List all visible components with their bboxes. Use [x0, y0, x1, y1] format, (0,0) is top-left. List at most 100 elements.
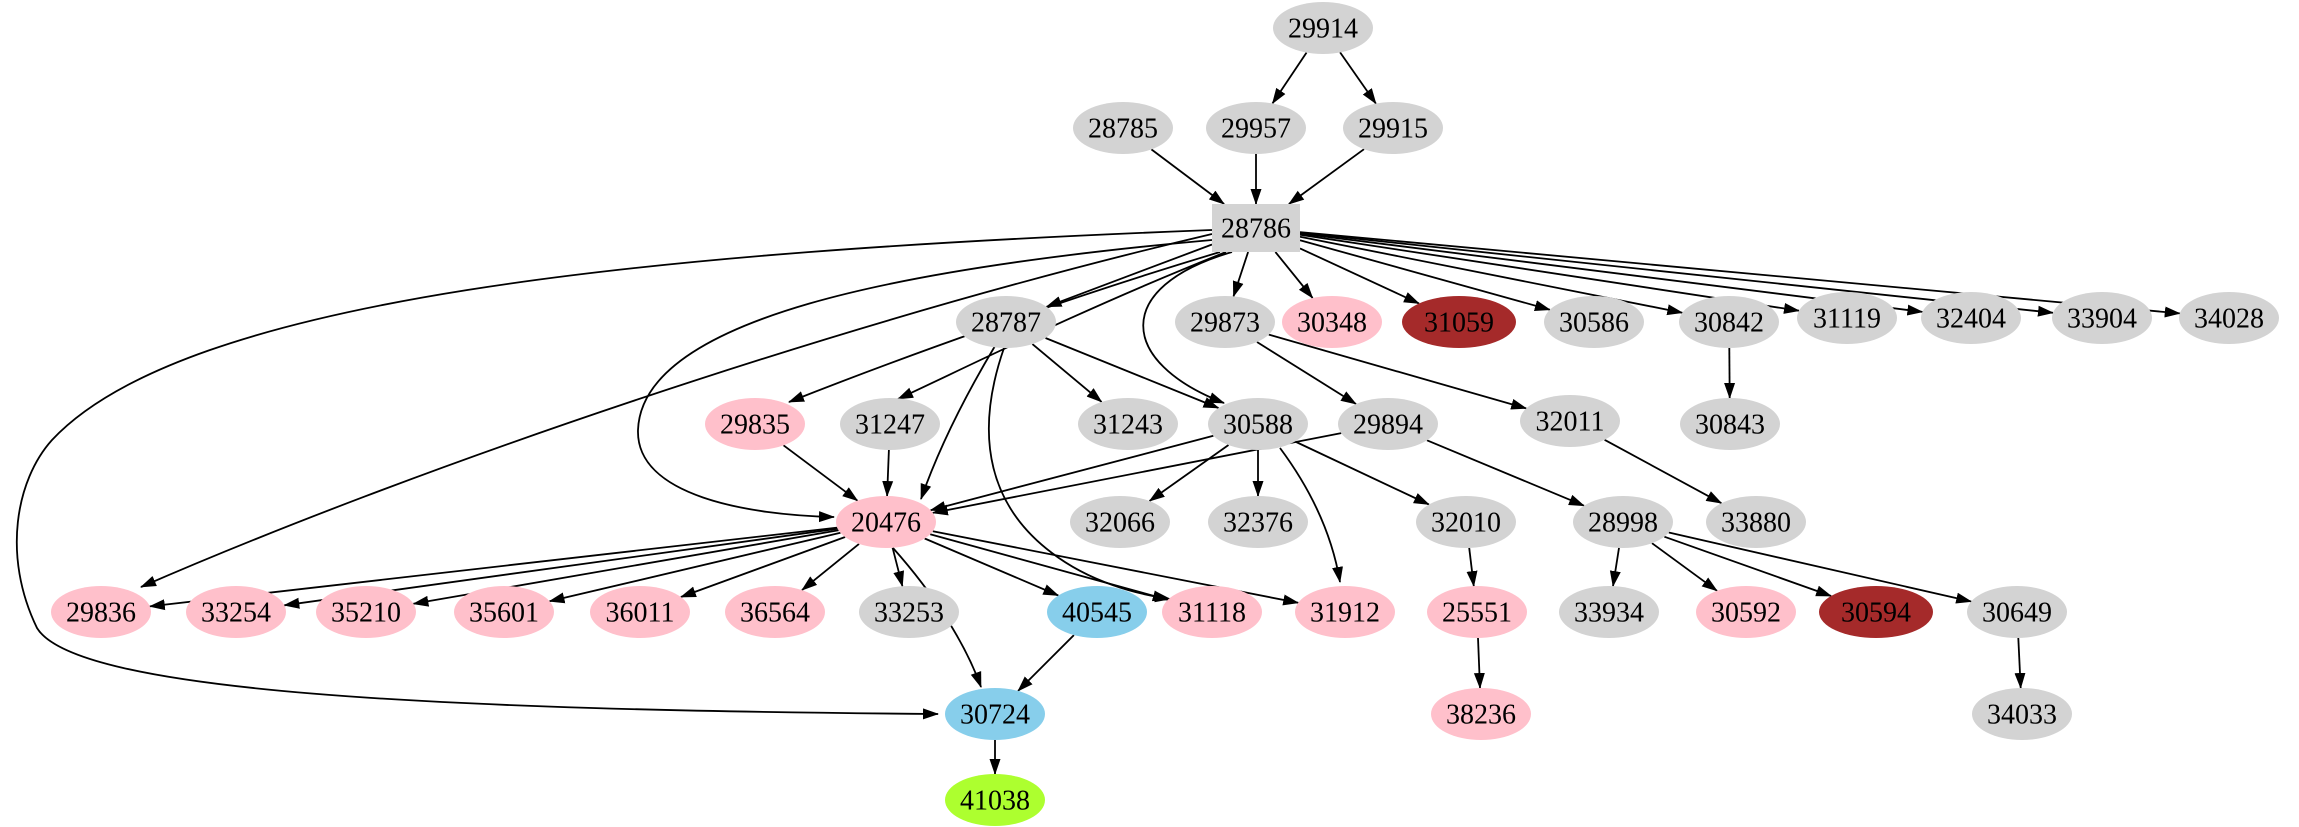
node-label-30588: 30588: [1223, 410, 1293, 441]
node-32066: 32066: [1070, 496, 1170, 548]
node-ellipse-36011: [590, 586, 690, 638]
edge-32011-33880: [1604, 439, 1723, 504]
node-label-29914: 29914: [1288, 14, 1358, 45]
node-28785: 28785: [1073, 102, 1173, 154]
node-30843: 30843: [1680, 398, 1780, 450]
edge-25551-38236: [1473, 637, 1485, 689]
node-ellipse-31912: [1295, 586, 1395, 638]
node-29915: 29915: [1343, 102, 1443, 154]
node-ellipse-33880: [1706, 496, 1806, 548]
edge-20476-35601: [548, 531, 841, 604]
edge-28786-30348: [1274, 251, 1314, 299]
node-label-31119: 31119: [1813, 304, 1881, 335]
node-label-32010: 32010: [1431, 508, 1501, 539]
node-ellipse-20476: [836, 496, 936, 548]
node-33934: 33934: [1559, 586, 1659, 638]
node-ellipse-31243: [1078, 398, 1178, 450]
node-label-40545: 40545: [1062, 598, 1132, 629]
node-32010: 32010: [1416, 496, 1516, 548]
node-ellipse-32404: [1921, 292, 2021, 344]
node-33880: 33880: [1706, 496, 1806, 548]
node-label-31059: 31059: [1424, 308, 1494, 339]
node-ellipse-35210: [316, 586, 416, 638]
node-ellipse-30724: [945, 688, 1045, 740]
edge-28998-30592: [1651, 542, 1718, 592]
node-ellipse-30592: [1696, 586, 1796, 638]
edge-20476-33253: [891, 547, 905, 588]
node-label-25551: 25551: [1442, 598, 1512, 629]
node-label-31118: 31118: [1178, 598, 1246, 629]
node-30592: 30592: [1696, 586, 1796, 638]
node-25551: 25551: [1427, 586, 1527, 638]
edge-29914-29957: [1271, 52, 1308, 105]
node-29873: 29873: [1175, 296, 1275, 348]
node-30588: 30588: [1208, 398, 1308, 450]
node-ellipse-30586: [1544, 296, 1644, 348]
node-34033: 34033: [1972, 688, 2072, 740]
node-label-28787: 28787: [971, 308, 1041, 339]
node-41038: 41038: [945, 774, 1045, 826]
node-label-31912: 31912: [1310, 598, 1380, 629]
node-29914: 29914: [1273, 2, 1373, 54]
node-36011: 36011: [590, 586, 690, 638]
edge-29835-20476: [782, 444, 859, 502]
node-label-29894: 29894: [1353, 410, 1423, 441]
node-label-32376: 32376: [1223, 508, 1293, 539]
node-label-35601: 35601: [469, 598, 539, 629]
edge-28786-29873: [1232, 251, 1249, 298]
node-label-41038: 41038: [960, 786, 1030, 817]
node-34028: 34028: [2179, 292, 2279, 344]
node-label-33254: 33254: [201, 598, 271, 629]
node-ellipse-30588: [1208, 398, 1308, 450]
node-label-34033: 34033: [1987, 700, 2057, 731]
edge-29873-32011: [1268, 333, 1528, 410]
node-ellipse-29894: [1338, 398, 1438, 450]
node-label-30843: 30843: [1695, 410, 1765, 441]
edge-28786-34028: [1299, 231, 2181, 318]
node-ellipse-40545: [1047, 586, 1147, 638]
edge-28786-30724: [15, 229, 1213, 720]
node-label-30592: 30592: [1711, 598, 1781, 629]
node-33904: 33904: [2052, 292, 2152, 344]
node-ellipse-30594: [1819, 586, 1933, 638]
node-label-30842: 30842: [1694, 308, 1764, 339]
node-38236: 38236: [1431, 688, 1531, 740]
node-30594: 30594: [1819, 586, 1933, 638]
node-32376: 32376: [1208, 496, 1308, 548]
edge-28786-33904: [1299, 231, 2054, 317]
node-ellipse-33904: [2052, 292, 2152, 344]
edge-30588-31912: [1279, 447, 1343, 583]
node-ellipse-31118: [1162, 586, 1262, 638]
node-label-33253: 33253: [874, 598, 944, 629]
edge-20476-36011: [679, 536, 846, 598]
edge-28786-31059: [1299, 247, 1420, 305]
node-ellipse-29835: [705, 398, 805, 450]
node-label-32404: 32404: [1936, 304, 2006, 335]
node-ellipse-33254: [186, 586, 286, 638]
node-ellipse-32011: [1520, 395, 1620, 447]
node-label-28786: 28786: [1221, 214, 1291, 245]
edge-28785-28786: [1150, 148, 1225, 205]
node-ellipse-28998: [1573, 496, 1673, 548]
node-29835: 29835: [705, 398, 805, 450]
edge-28787-20476: [920, 345, 996, 500]
node-ellipse-32010: [1416, 496, 1516, 548]
node-ellipse-33934: [1559, 586, 1659, 638]
node-ellipse-32066: [1070, 496, 1170, 548]
node-35210: 35210: [316, 586, 416, 638]
node-ellipse-32376: [1208, 496, 1308, 548]
node-label-31247: 31247: [855, 410, 925, 441]
node-ellipse-34028: [2179, 292, 2279, 344]
node-label-32011: 32011: [1536, 407, 1605, 438]
node-20476: 20476: [836, 496, 936, 548]
node-31243: 31243: [1078, 398, 1178, 450]
edge-30588-32010: [1294, 440, 1430, 506]
node-ellipse-35601: [454, 586, 554, 638]
edge-32010-25551: [1466, 547, 1478, 588]
edge-28998-33934: [1609, 547, 1621, 588]
edge-31247-20476: [882, 449, 894, 497]
edge-20476-40545: [924, 537, 1060, 597]
node-label-20476: 20476: [851, 508, 921, 539]
